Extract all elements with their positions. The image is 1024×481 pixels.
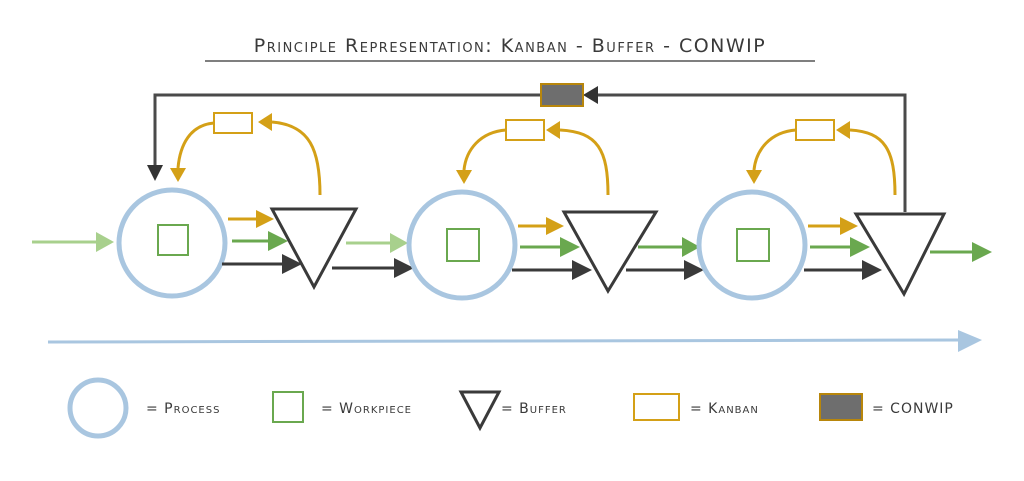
legend-kanban-label: = Kanban	[690, 401, 759, 417]
legend-workpiece: = Workpiece	[272, 391, 412, 423]
legend-buffer: = Buffer	[458, 390, 567, 432]
kanban-loop-1	[170, 112, 322, 196]
process-legend-icon	[67, 377, 129, 439]
conwip-legend-icon	[819, 393, 863, 421]
legend-process-label: = Process	[146, 401, 220, 417]
kanban-loop-3	[746, 119, 897, 196]
workpiece-legend-icon	[272, 391, 304, 423]
legend-conwip-label: = CONWIP	[872, 401, 954, 417]
kanban-loop-2	[456, 119, 610, 196]
kanban-card	[213, 112, 253, 134]
station-3	[696, 189, 992, 301]
legend-workpiece-label: = Workpiece	[321, 401, 412, 417]
diagram-title: Principle Representation: Kanban - Buffe…	[254, 35, 767, 57]
conwip-loop	[147, 83, 907, 212]
legend: = Process = Workpiece = Buffer = Kanban …	[67, 377, 954, 439]
station-2	[406, 189, 704, 301]
kanban-legend-icon	[633, 393, 680, 421]
workpiece-square	[736, 228, 770, 262]
legend-process: = Process	[67, 377, 220, 439]
legend-conwip: = CONWIP	[819, 393, 954, 421]
legend-buffer-label: = Buffer	[501, 401, 567, 417]
kanban-card	[795, 119, 835, 141]
legend-kanban: = Kanban	[633, 393, 759, 421]
process-circle	[696, 189, 808, 301]
buffer-legend-icon	[458, 390, 502, 432]
timeline-arrow	[47, 330, 982, 352]
process-circle	[116, 187, 228, 299]
process-circle	[406, 189, 518, 301]
buffer-triangle	[561, 210, 659, 294]
conwip-card	[540, 83, 584, 107]
buffer-triangle	[853, 212, 947, 298]
kanban-card	[505, 119, 545, 141]
workpiece-square	[446, 228, 480, 262]
station-1	[116, 187, 414, 299]
buffer-triangle	[269, 207, 359, 291]
workpiece-square	[157, 224, 189, 256]
